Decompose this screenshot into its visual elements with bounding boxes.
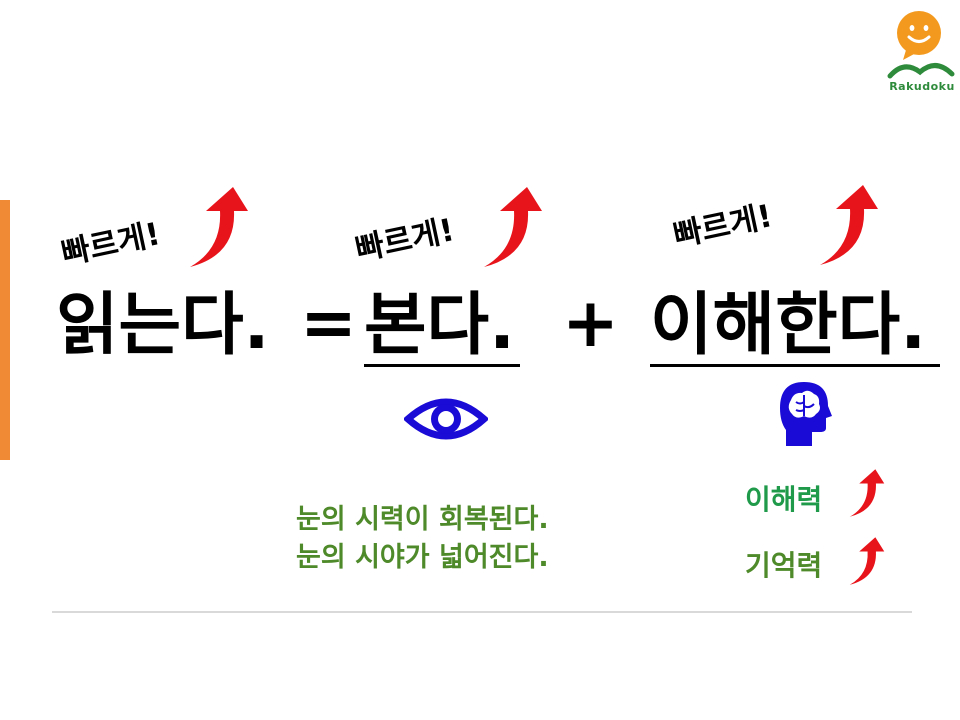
equals-sign: = [300, 284, 357, 363]
logo-text: Rakudoku [889, 80, 955, 93]
accent-bar [0, 200, 10, 460]
benefit-understand-1: 이해력 [745, 483, 823, 516]
red-up-arrow-icon [848, 468, 886, 518]
understand-underline [650, 364, 940, 367]
eye-icon [402, 393, 490, 449]
red-up-arrow-icon [188, 185, 250, 269]
word-understand: 이해한다. [650, 286, 927, 365]
smiling-speech-bubble-icon [887, 11, 955, 79]
brain-head-icon [772, 378, 834, 452]
see-underline [364, 364, 520, 367]
word-read: 읽는다. [56, 286, 270, 365]
benefit-see-2: 눈의 시야가 넓어진다. [296, 542, 549, 573]
red-up-arrow-icon [848, 536, 886, 586]
fast-label-1: 빠르게! [58, 216, 164, 273]
rakudoku-logo: Rakudoku [884, 8, 960, 98]
bottom-divider [52, 611, 912, 613]
red-up-arrow-icon [818, 183, 880, 267]
red-up-arrow-icon [482, 185, 544, 269]
plus-sign: + [562, 284, 619, 363]
benefit-understand-2: 기억력 [745, 549, 823, 582]
fast-label-2: 빠르게! [352, 212, 458, 269]
fast-label-3: 빠르게! [670, 198, 776, 255]
benefit-see-1: 눈의 시력이 회복된다. [296, 504, 549, 535]
word-see: 본다. [364, 286, 515, 365]
